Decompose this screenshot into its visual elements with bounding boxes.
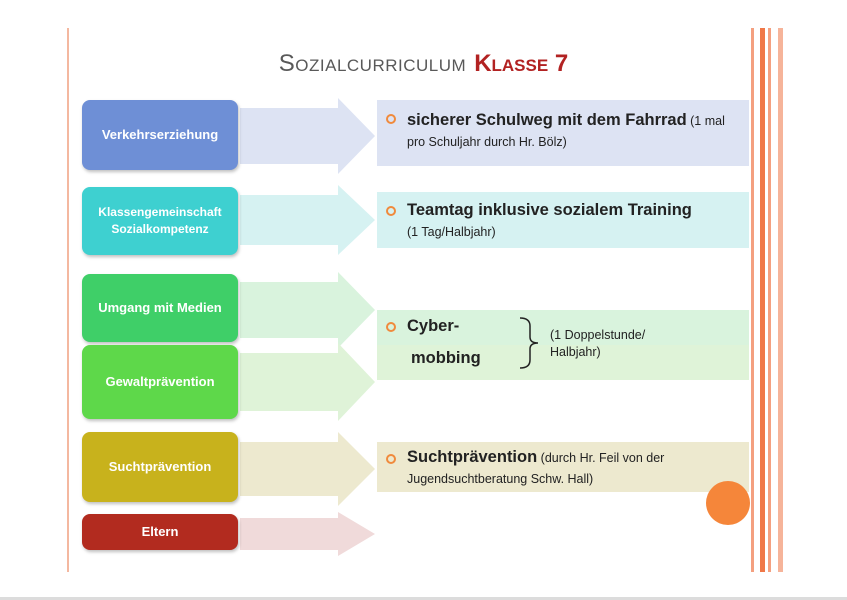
panel-cyber-word2: mobbing: [411, 349, 481, 367]
panel-teamtag-text: Teamtag inklusive sozialem Training (1 T…: [407, 198, 742, 242]
right-border-line-1: [751, 28, 754, 572]
topic-eltern: Eltern: [82, 514, 238, 550]
panel-schulweg-normal: (1 mal pro Schuljahr durch Hr. Bölz): [407, 114, 725, 149]
topic-suchtpraevention: Suchtprävention: [82, 432, 238, 502]
panel-cyber-note-line2: Halbjahr): [550, 344, 601, 359]
topic-klassengemeinschaft-line1: Klassengemeinschaft: [98, 204, 222, 219]
panel-sucht-normal: (durch Hr. Feil von der Jugendsuchtberat…: [407, 451, 665, 486]
curly-brace-icon: [519, 317, 539, 369]
panel-cyber-word1: Cyber-: [407, 317, 460, 335]
topic-verkehrserziehung: Verkehrserziehung: [82, 100, 238, 170]
topic-klassengemeinschaft-line2: Sozialkompetenz: [111, 222, 209, 236]
bullet-icon: [386, 114, 396, 124]
bullet-icon: [386, 454, 396, 464]
panel-sucht-bold: Suchtprävention: [407, 448, 538, 466]
panel-cyber-note-line1: (1 Doppelstunde/: [550, 328, 646, 342]
topic-gewaltpraevention-label: Gewaltprävention: [105, 373, 215, 389]
left-border-line: [67, 28, 69, 572]
panel-cyber-top: [377, 310, 749, 345]
panel-sucht: Suchtprävention (durch Hr. Feil von der …: [377, 442, 749, 492]
slide-title: Sozialcurriculum Klasse 7: [0, 50, 847, 78]
panel-schulweg: sicherer Schulweg mit dem Fahrrad (1 mal…: [377, 100, 749, 166]
arrow-klasse: [240, 185, 375, 255]
topic-klassengemeinschaft: Klassengemeinschaft Sozialkompetenz: [82, 187, 238, 255]
topic-gewaltpraevention: Gewaltprävention: [82, 345, 238, 419]
topic-umgang-mit-medien-label: Umgang mit Medien: [98, 299, 222, 315]
topic-eltern-label: Eltern: [141, 523, 179, 539]
bottom-bar: [0, 597, 847, 600]
right-border-line-3: [768, 28, 771, 572]
arrow-verkehr: [240, 98, 375, 174]
arrow-medien: [240, 272, 375, 348]
right-border-line-2: [760, 28, 765, 572]
panel-teamtag-normal: (1 Tag/Halbjahr): [407, 224, 496, 239]
topic-suchtpraevention-label: Suchtprävention: [108, 458, 212, 474]
title-part1: Sozialcurriculum: [278, 50, 467, 77]
title-part2: Klasse 7: [474, 50, 569, 77]
topic-umgang-mit-medien: Umgang mit Medien: [82, 274, 238, 342]
panel-schulweg-text: sicherer Schulweg mit dem Fahrrad (1 mal…: [407, 108, 742, 152]
panel-teamtag: Teamtag inklusive sozialem Training (1 T…: [377, 192, 749, 248]
right-border-line-4: [778, 28, 783, 572]
arrow-sucht: [240, 432, 375, 506]
panel-teamtag-bold: Teamtag inklusive sozialem Training: [407, 201, 692, 219]
decorative-circle-icon: [706, 481, 750, 525]
panel-sucht-text: Suchtprävention (durch Hr. Feil von der …: [407, 446, 742, 488]
topic-verkehrserziehung-label: Verkehrserziehung: [101, 126, 219, 142]
panel-schulweg-bold: sicherer Schulweg mit dem Fahrrad: [407, 111, 687, 129]
arrow-eltern: [240, 512, 375, 556]
panel-cyber-bottom: [377, 345, 749, 380]
arrow-gewalt: [240, 343, 375, 421]
bullet-icon: [386, 206, 396, 216]
bullet-icon: [386, 322, 396, 332]
panel-cyber-note: (1 Doppelstunde/ Halbjahr): [550, 327, 645, 361]
